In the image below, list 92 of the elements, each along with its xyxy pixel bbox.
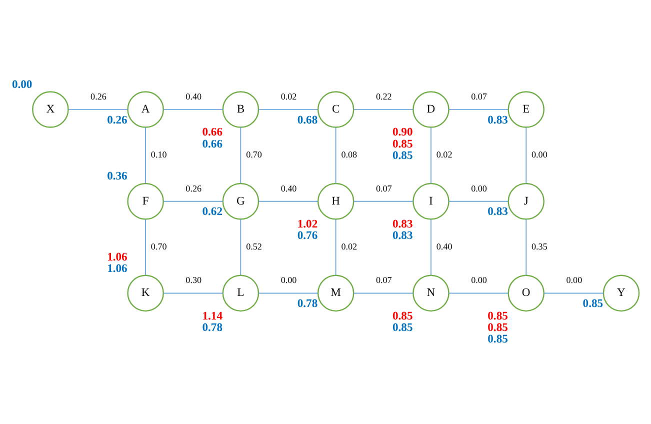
node-label: 0.85 — [582, 296, 604, 310]
node-label: 0.68 — [297, 112, 318, 126]
node-label: 0.83 — [392, 228, 413, 242]
node-label: 0.36 — [107, 169, 128, 182]
edge-label: 0.07 — [376, 274, 392, 285]
node-circle: N — [412, 274, 450, 312]
edge-label: 0.40 — [436, 241, 452, 252]
node-label: 0.83 — [488, 112, 508, 126]
connector — [335, 218, 336, 276]
connector — [448, 200, 509, 202]
node-label: 1.06 — [107, 250, 128, 264]
node-circle: F — [127, 182, 164, 220]
node-label: 0.85 — [392, 136, 413, 150]
node-circle: M — [317, 274, 354, 312]
connector — [163, 108, 224, 110]
node-label: 0.85 — [392, 308, 413, 322]
edge-label: 0.00 — [471, 274, 487, 285]
edge-label: 0.07 — [471, 90, 487, 101]
node-label: 0.85 — [488, 308, 508, 322]
connector — [430, 218, 432, 276]
node-circle: D — [412, 90, 450, 128]
edge-label: 0.26 — [90, 90, 106, 101]
node-circle: I — [412, 182, 450, 220]
node-label: 1.06 — [107, 262, 128, 275]
edge-label: 0.07 — [376, 182, 392, 193]
connector — [240, 126, 242, 184]
edge-label: 0.02 — [436, 149, 452, 160]
node-circle: K — [127, 274, 164, 312]
node-label: 0.85 — [488, 320, 508, 334]
connector — [430, 126, 432, 184]
node-circle: A — [127, 90, 164, 128]
edge-label: 0.40 — [280, 182, 297, 193]
node-label: 0.66 — [202, 125, 222, 138]
connector — [448, 292, 509, 294]
edge-label: 0.00 — [531, 149, 548, 160]
connector — [526, 218, 527, 276]
node-label: 0.85 — [488, 332, 508, 346]
node-circle: C — [317, 90, 354, 128]
node-circle: X — [32, 90, 69, 128]
node-label: 1.02 — [297, 217, 318, 230]
connector — [526, 126, 527, 184]
node-label: 0.78 — [202, 320, 222, 334]
connector — [258, 108, 318, 110]
edge-label: 0.70 — [150, 241, 167, 252]
node-circle: H — [317, 182, 354, 220]
edge-label: 0.00 — [471, 182, 487, 193]
edge-label: 0.30 — [186, 274, 202, 285]
node-label: 0.76 — [297, 228, 318, 242]
edge-label: 0.52 — [246, 241, 262, 252]
connector — [544, 292, 604, 294]
connector — [240, 218, 242, 276]
node-label: 0.00 — [12, 77, 32, 90]
connector — [68, 108, 128, 110]
connector — [448, 108, 509, 110]
node-label: 0.78 — [297, 296, 318, 310]
connector — [353, 200, 414, 202]
node-label: 0.83 — [392, 217, 413, 230]
edge-label: 0.70 — [246, 149, 262, 160]
edge-label: 0.02 — [280, 90, 297, 101]
connector — [353, 292, 414, 294]
connector — [145, 218, 146, 276]
node-circle: G — [222, 182, 260, 220]
node-circle: O — [508, 274, 545, 312]
node-label: 0.85 — [392, 148, 413, 162]
edge-label: 0.26 — [186, 182, 202, 193]
connector — [163, 292, 224, 294]
node-label: 1.14 — [202, 308, 222, 322]
edge-label: 0.35 — [531, 241, 548, 252]
node-circle: L — [222, 274, 260, 312]
connector — [258, 292, 318, 294]
connector — [145, 126, 146, 184]
connector — [258, 200, 318, 202]
connector — [353, 108, 414, 110]
node-label: 0.83 — [488, 204, 508, 218]
node-circle: Y — [602, 274, 640, 312]
node-label: 0.62 — [202, 204, 222, 218]
edge-label: 0.22 — [376, 90, 392, 101]
node-circle: E — [508, 90, 545, 128]
node-label: 0.26 — [107, 112, 128, 126]
edge-label: 0.00 — [280, 274, 297, 285]
edge-label: 0.08 — [341, 149, 358, 160]
node-label: 0.90 — [392, 125, 413, 138]
edge-label: 0.40 — [186, 90, 202, 101]
edge-label: 0.00 — [566, 274, 582, 285]
connector — [335, 126, 336, 184]
node-circle: J — [508, 182, 545, 220]
node-circle: B — [222, 90, 260, 128]
connector — [163, 200, 224, 202]
node-label: 0.66 — [202, 136, 222, 150]
edge-label: 0.10 — [150, 149, 167, 160]
node-label: 0.85 — [392, 320, 413, 334]
edge-label: 0.02 — [341, 241, 358, 252]
